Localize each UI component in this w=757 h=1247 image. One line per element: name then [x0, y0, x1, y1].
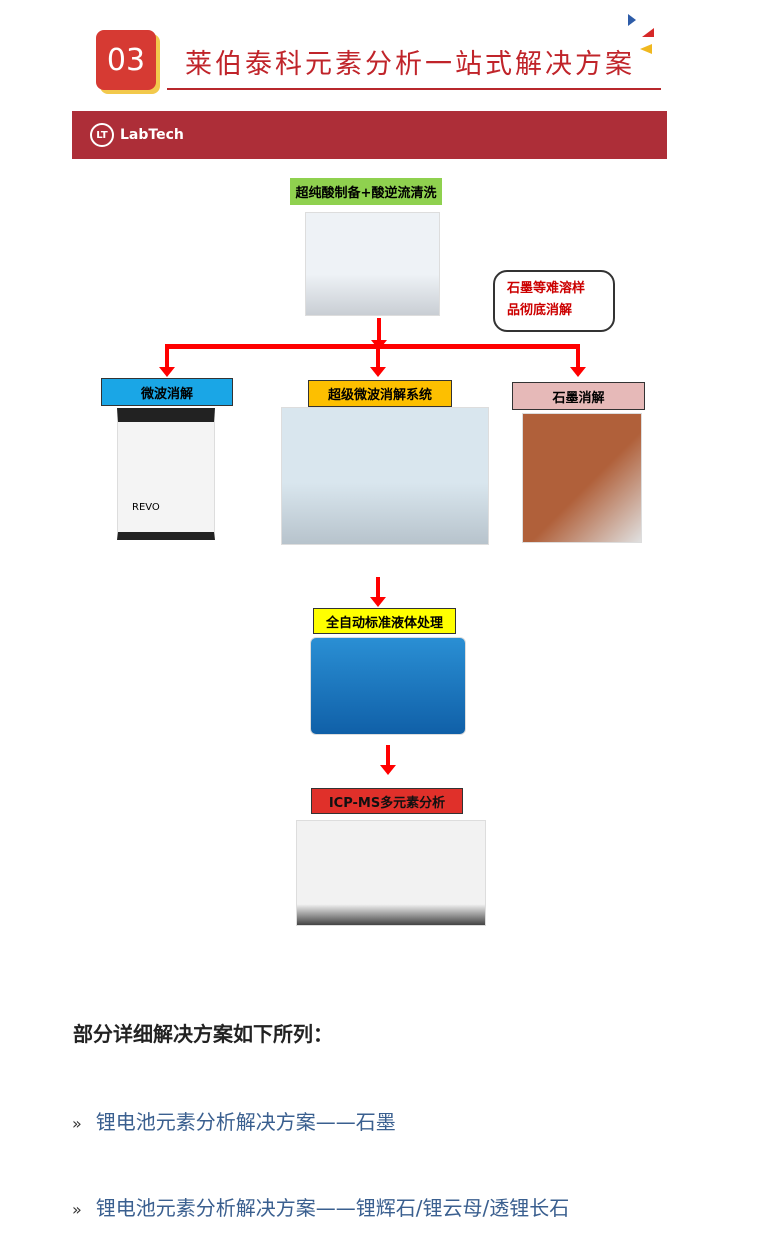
link-text: 锂电池元素分析解决方案——石墨 [95, 1110, 396, 1134]
label-liquid-handling: 全自动标准液体处理 [313, 608, 456, 634]
bullet-icon: » [72, 1200, 82, 1219]
arrow-down-3 [380, 745, 396, 775]
super-microwave-image [281, 407, 489, 545]
section-title: 莱伯泰科元素分析一站式解决方案 [185, 49, 635, 80]
label-graphite: 石墨消解 [512, 382, 645, 410]
link-text: 锂电池元素分析解决方案——锂辉石/锂云母/透锂长石 [95, 1196, 570, 1220]
arrow-left [159, 347, 175, 377]
labtech-banner: LT LabTech [72, 111, 667, 159]
label-microwave: 微波消解 [101, 378, 233, 406]
label-icpms: ICP-MS多元素分析 [311, 788, 463, 814]
label-super-microwave: 超级微波消解系统 [308, 380, 452, 407]
microwave-brand: REVO [132, 502, 160, 513]
acid-prep-image [305, 212, 440, 316]
solution-link-spodumene[interactable]: » 锂电池元素分析解决方案——锂辉石/锂云母/透锂长石 [72, 1192, 569, 1221]
brand-name: LabTech [120, 127, 184, 143]
callout-line-1: 石墨等难溶样 [507, 281, 586, 296]
solutions-heading: 部分详细解决方案如下所列： [73, 1022, 333, 1046]
graphite-image [522, 413, 642, 543]
label-acid-prep: 超纯酸制备+酸逆流清洗 [290, 178, 442, 205]
section-number: 03 [96, 30, 156, 90]
arrow-down-2 [370, 577, 386, 607]
callout-bubble: 石墨等难溶样品彻底消解 [493, 270, 615, 332]
bullet-icon: » [72, 1114, 82, 1133]
solution-link-graphite[interactable]: » 锂电池元素分析解决方案——石墨 [72, 1106, 396, 1135]
arrow-right [570, 347, 586, 377]
callout-line-2: 品彻底消解 [507, 303, 573, 318]
arrow-center [370, 347, 386, 377]
liquid-handler-image [310, 637, 466, 735]
icpms-image [296, 820, 486, 926]
decor-triangles [628, 14, 658, 58]
arrow-down-1 [371, 318, 387, 350]
branch-line [165, 344, 580, 349]
title-underline [167, 88, 661, 90]
microwave-image: REVO [117, 408, 215, 540]
labtech-logo-icon: LT [90, 123, 114, 147]
